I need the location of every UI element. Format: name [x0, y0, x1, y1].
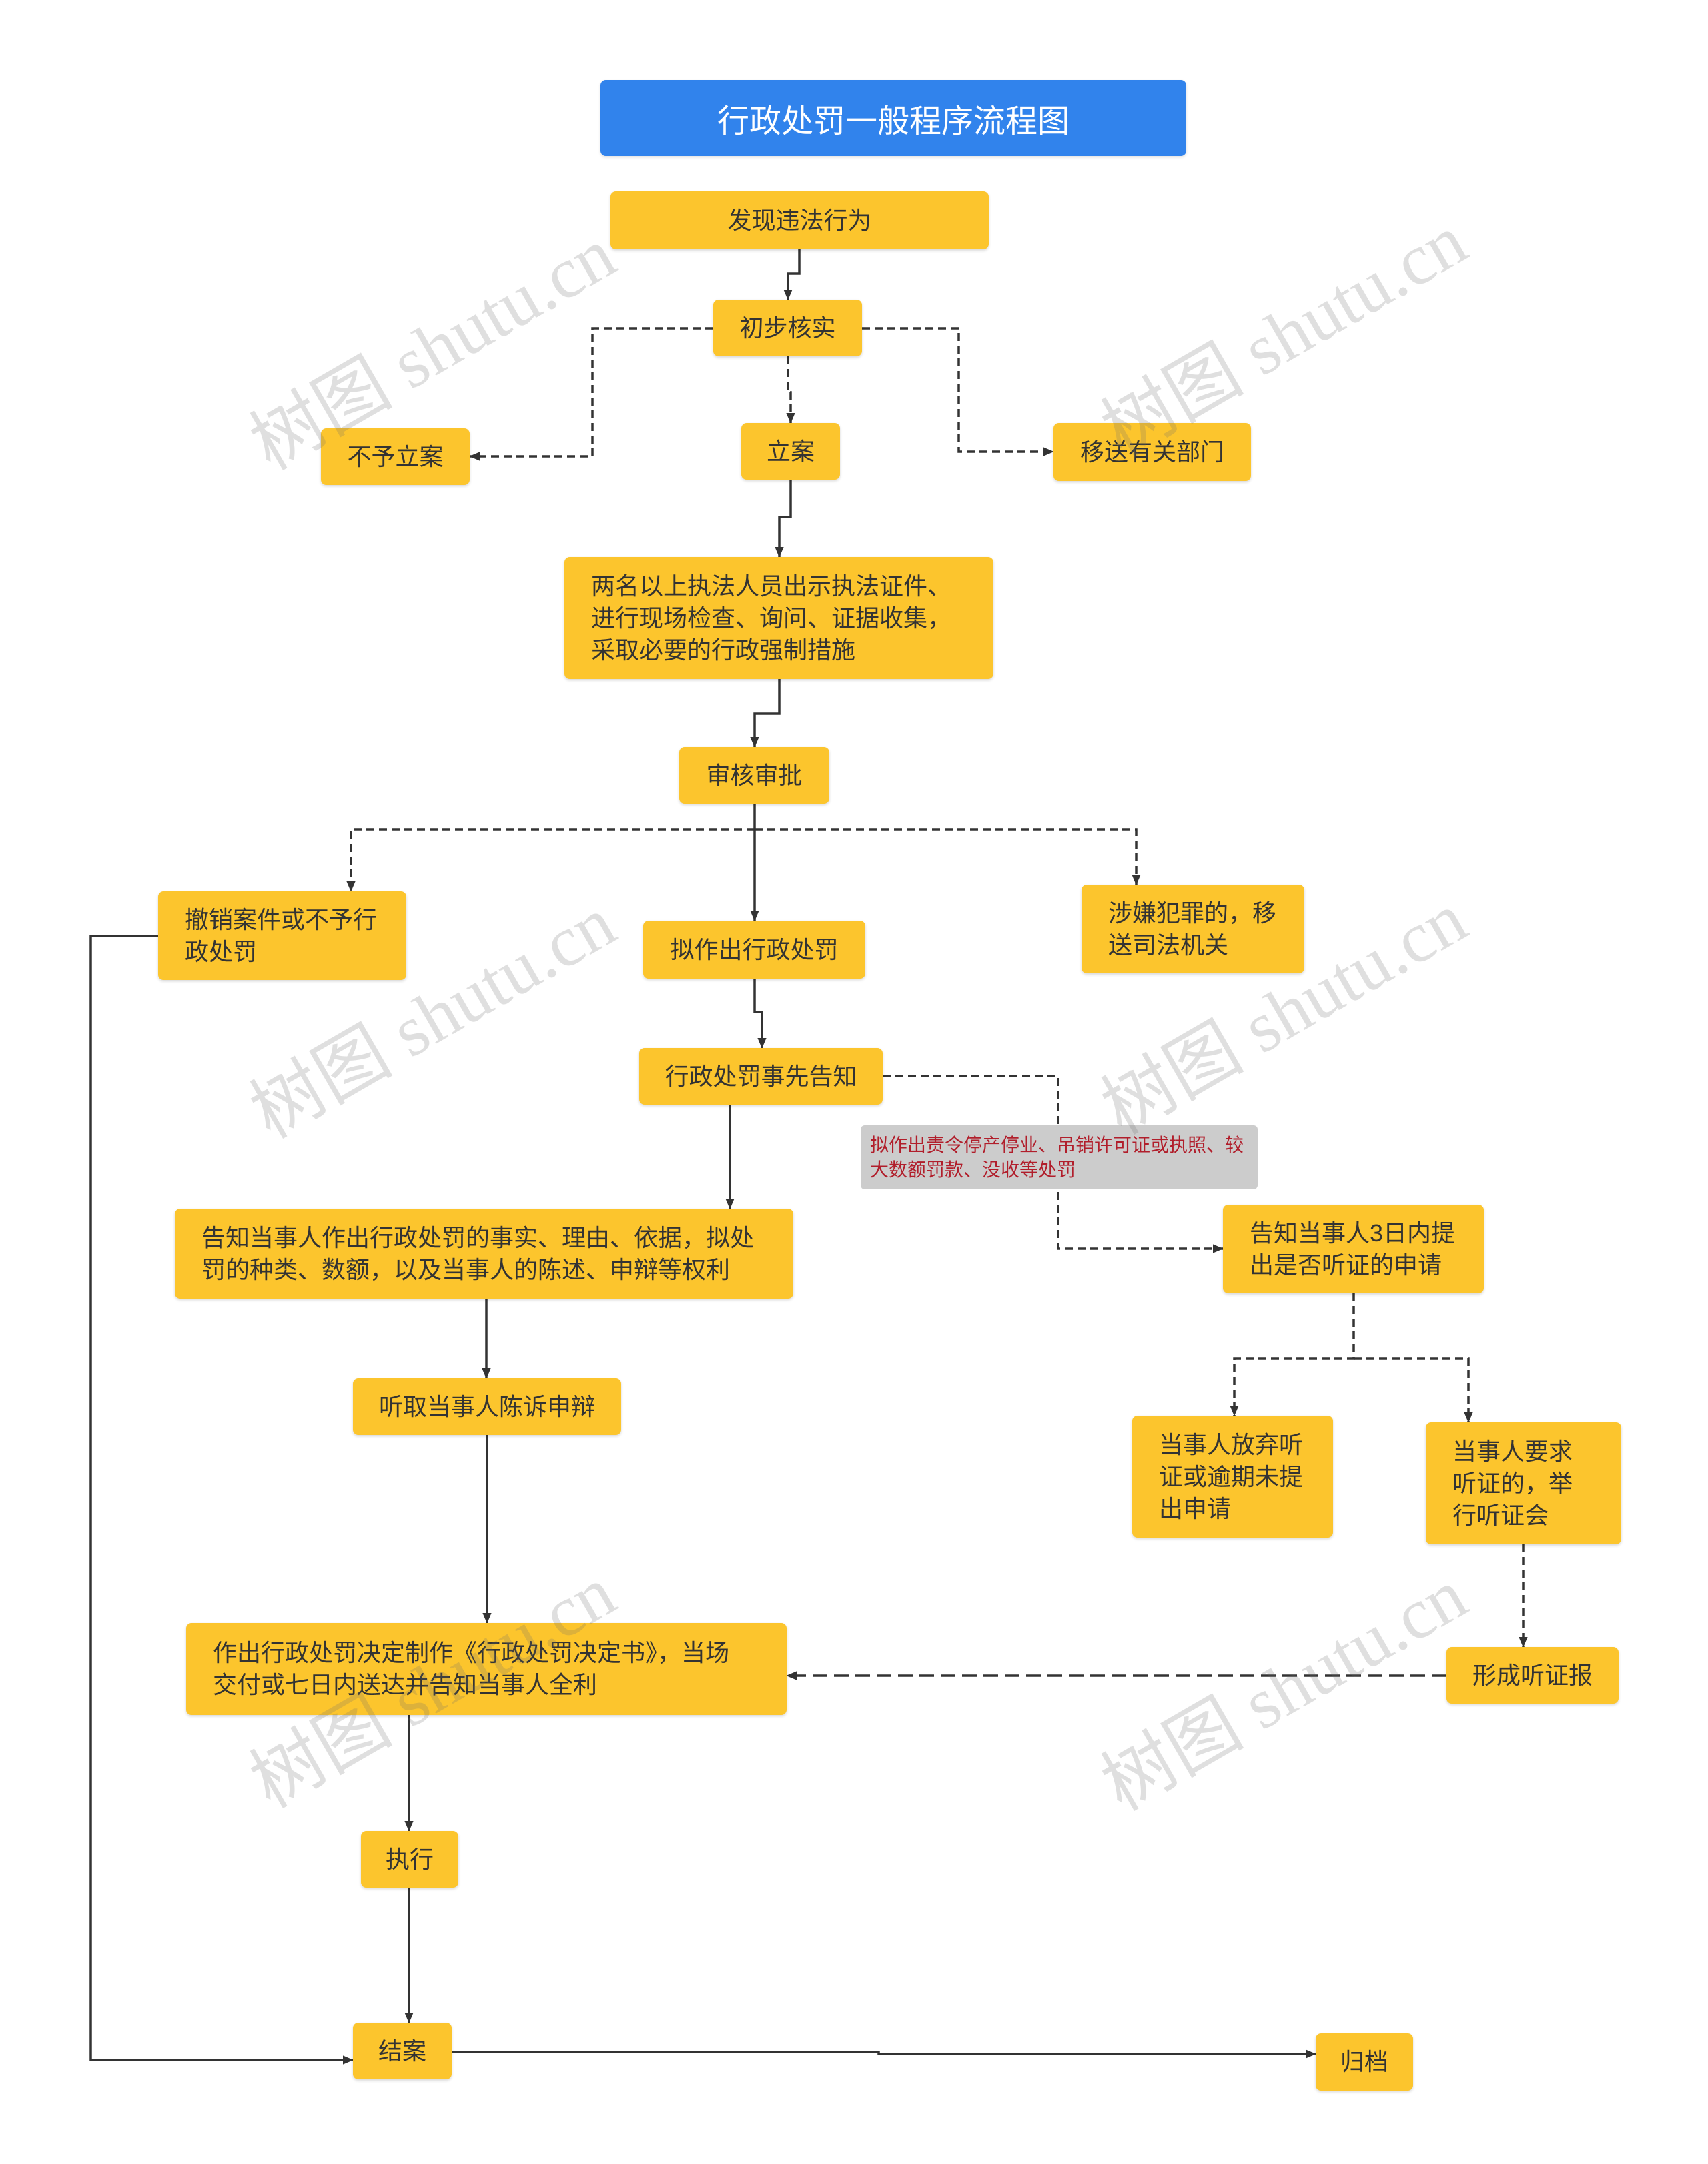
node-label: 发现违法行为 — [727, 206, 872, 234]
node-transfer-judicial: 涉嫌犯罪的，移送司法机关 — [1082, 885, 1304, 973]
node-label: 告知当事人作出行政处罚的事实、理由、依据，拟处罚的种类、数额，以及当事人的陈述、… — [201, 1223, 755, 1283]
arrow-preliminary-check-to-transfer-departments — [862, 327, 1054, 456]
node-label: 听取当事人陈诉申辩 — [378, 1392, 595, 1420]
node-label: 归档 — [1340, 2048, 1388, 2075]
node-propose-penalty: 拟作出行政处罚 — [643, 921, 865, 979]
arrow-review-to-transfer-judicial — [755, 828, 1141, 885]
node-preliminary-check: 初步核实 — [713, 300, 862, 356]
node-label: 撤销案件或不予行政处罚 — [185, 905, 378, 965]
node-close-case: 结案 — [353, 2023, 452, 2079]
node-label: 形成听证报 — [1472, 1661, 1593, 1689]
node-label: 拟作出行政处罚 — [670, 935, 839, 963]
diagram-title: 行政处罚一般程序流程图 — [600, 80, 1186, 156]
arrow-revoke-to-close-case — [89, 935, 354, 2065]
node-discover-violation: 发现违法行为 — [610, 191, 989, 249]
node-label: 执行 — [385, 1845, 434, 1873]
node-label: 审核审批 — [706, 761, 803, 789]
node-penalty-decision: 作出行政处罚决定制作《行政处罚决定书》，当场交付或七日内送达并告知当事人全利 — [186, 1623, 787, 1715]
node-label: 告知当事人3日内提出是否听证的申请 — [1250, 1219, 1456, 1279]
edge-note-text: 拟作出责令停产停业、吊销许可证或执照、较大数额罚款、没收等处罚 — [870, 1135, 1244, 1180]
node-label: 当事人放弃听证或逾期未提出申请 — [1159, 1430, 1304, 1522]
node-archive: 归档 — [1316, 2033, 1413, 2091]
node-revoke-or-no-penalty: 撤销案件或不予行政处罚 — [158, 891, 406, 980]
node-label: 不予立案 — [347, 442, 444, 470]
arrow-preliminary-check-to-file-case — [786, 356, 795, 424]
node-no-filing: 不予立案 — [321, 428, 470, 485]
node-label: 移送有关部门 — [1080, 438, 1224, 466]
node-notify-rights: 告知当事人作出行政处罚的事实、理由、依据，拟处罚的种类、数额，以及当事人的陈述、… — [175, 1209, 793, 1299]
node-label: 作出行政处罚决定制作《行政处罚决定书》，当场交付或七日内送达并告知当事人全利 — [213, 1639, 730, 1698]
node-label: 两名以上执法人员出示执法证件、进行现场检查、询问、证据收集，采取必要的行政强制措… — [591, 572, 952, 664]
diagram-title-text: 行政处罚一般程序流程图 — [717, 104, 1070, 139]
arrow-notify-hearing-to-request — [1354, 1357, 1473, 1423]
node-waive-hearing: 当事人放弃听证或逾期未提出申请 — [1132, 1416, 1333, 1538]
arrow-notify-hearing-to-waive — [1230, 1293, 1355, 1416]
arrow-propose-penalty-to-prior-notice — [753, 979, 767, 1049]
arrow-close-case-to-archive — [452, 2049, 1316, 2059]
node-label: 立案 — [766, 437, 815, 465]
node-prior-notice: 行政处罚事先告知 — [639, 1048, 883, 1105]
arrow-review-to-revoke — [346, 828, 755, 892]
node-request-hearing: 当事人要求听证的，举行听证会 — [1426, 1422, 1621, 1544]
node-execute: 执行 — [361, 1831, 458, 1888]
arrow-investigation-to-review — [750, 679, 781, 748]
node-transfer-departments: 移送有关部门 — [1053, 423, 1251, 481]
arrow-file-case-to-investigation — [775, 480, 792, 558]
arrow-preliminary-check-to-no-filing — [469, 327, 713, 461]
node-label: 行政处罚事先告知 — [665, 1062, 857, 1090]
node-hear-statement: 听取当事人陈诉申辩 — [353, 1378, 621, 1435]
node-label: 结案 — [378, 2037, 426, 2065]
edge-note-hearing-condition: 拟作出责令停产停业、吊销许可证或执照、较大数额罚款、没收等处罚 — [861, 1125, 1258, 1189]
node-notify-hearing-request: 告知当事人3日内提出是否听证的申请 — [1223, 1205, 1484, 1293]
node-file-case: 立案 — [741, 423, 840, 480]
node-hearing-report: 形成听证报 — [1446, 1647, 1619, 1704]
node-investigation: 两名以上执法人员出示执法证件、进行现场检查、询问、证据收集，采取必要的行政强制措… — [564, 557, 993, 679]
node-label: 初步核实 — [739, 314, 836, 342]
node-review-approval: 审核审批 — [679, 747, 829, 804]
arrow-discover-to-preliminary-check — [783, 249, 801, 300]
node-label: 当事人要求听证的，举行听证会 — [1452, 1437, 1573, 1529]
node-label: 涉嫌犯罪的，移送司法机关 — [1108, 899, 1277, 959]
